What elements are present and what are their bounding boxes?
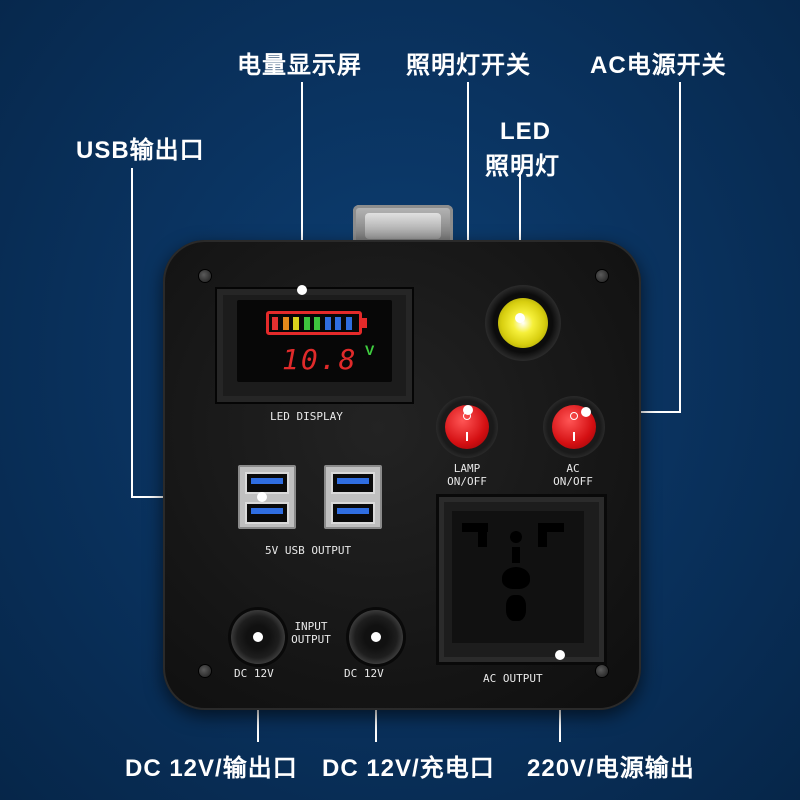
ac-output-label: AC OUTPUT — [483, 672, 543, 685]
battery-level-bar — [293, 317, 299, 330]
battery-level-bar — [272, 317, 278, 330]
battery-icon-tip — [362, 318, 367, 328]
pointer-dot — [581, 407, 591, 417]
dc-charge-label: DC 12V — [344, 667, 384, 680]
usb-port[interactable] — [245, 472, 289, 494]
usb-port[interactable] — [245, 502, 289, 524]
screw — [596, 270, 608, 282]
pointer-dot — [257, 492, 267, 502]
voltage-reading: 10.8 — [282, 343, 358, 376]
screw — [199, 270, 211, 282]
voltage-unit: V — [365, 342, 375, 358]
pointer-dot — [515, 313, 525, 323]
ac-switch[interactable] — [543, 396, 605, 458]
led-display-label: LED DISPLAY — [270, 410, 343, 423]
pointer-dot — [297, 285, 307, 295]
led-lamp-icon — [498, 298, 548, 348]
usb-port-block-left — [238, 465, 296, 529]
pointer-dot — [253, 632, 263, 642]
callout-dc-charge: DC 12V/充电口 — [322, 755, 495, 782]
callout-lamp-switch: 照明灯开关 — [406, 52, 531, 79]
usb-port[interactable] — [331, 472, 375, 494]
battery-icon — [266, 311, 362, 335]
screw — [596, 665, 608, 677]
callout-led-lamp-line1: LED — [500, 118, 551, 145]
pointer-dot — [371, 632, 381, 642]
battery-level-bar — [324, 317, 331, 330]
callout-usb-output: USB输出口 — [76, 137, 205, 164]
battery-level-bar — [282, 317, 289, 330]
callout-led-lamp-line2: 照明灯 — [485, 153, 560, 180]
battery-level-bar — [345, 317, 352, 330]
pointer-dot — [463, 405, 473, 415]
callout-dc-output: DC 12V/输出口 — [125, 755, 298, 782]
screw — [199, 665, 211, 677]
usb-port[interactable] — [331, 502, 375, 524]
pointer-dot — [555, 650, 565, 660]
callout-ac-output: 220V/电源输出 — [527, 755, 695, 782]
usb-output-label: 5V USB OUTPUT — [265, 544, 352, 557]
callout-ac-switch: AC电源开关 — [590, 52, 727, 79]
dc-output-label: DC 12V — [234, 667, 274, 680]
battery-level-bar — [303, 317, 310, 330]
battery-level-bar — [335, 317, 341, 330]
usb-port-block-right — [324, 465, 382, 529]
battery-level-bar — [314, 317, 320, 330]
callout-battery-display: 电量显示屏 — [237, 52, 362, 79]
ac-socket[interactable] — [452, 511, 584, 643]
